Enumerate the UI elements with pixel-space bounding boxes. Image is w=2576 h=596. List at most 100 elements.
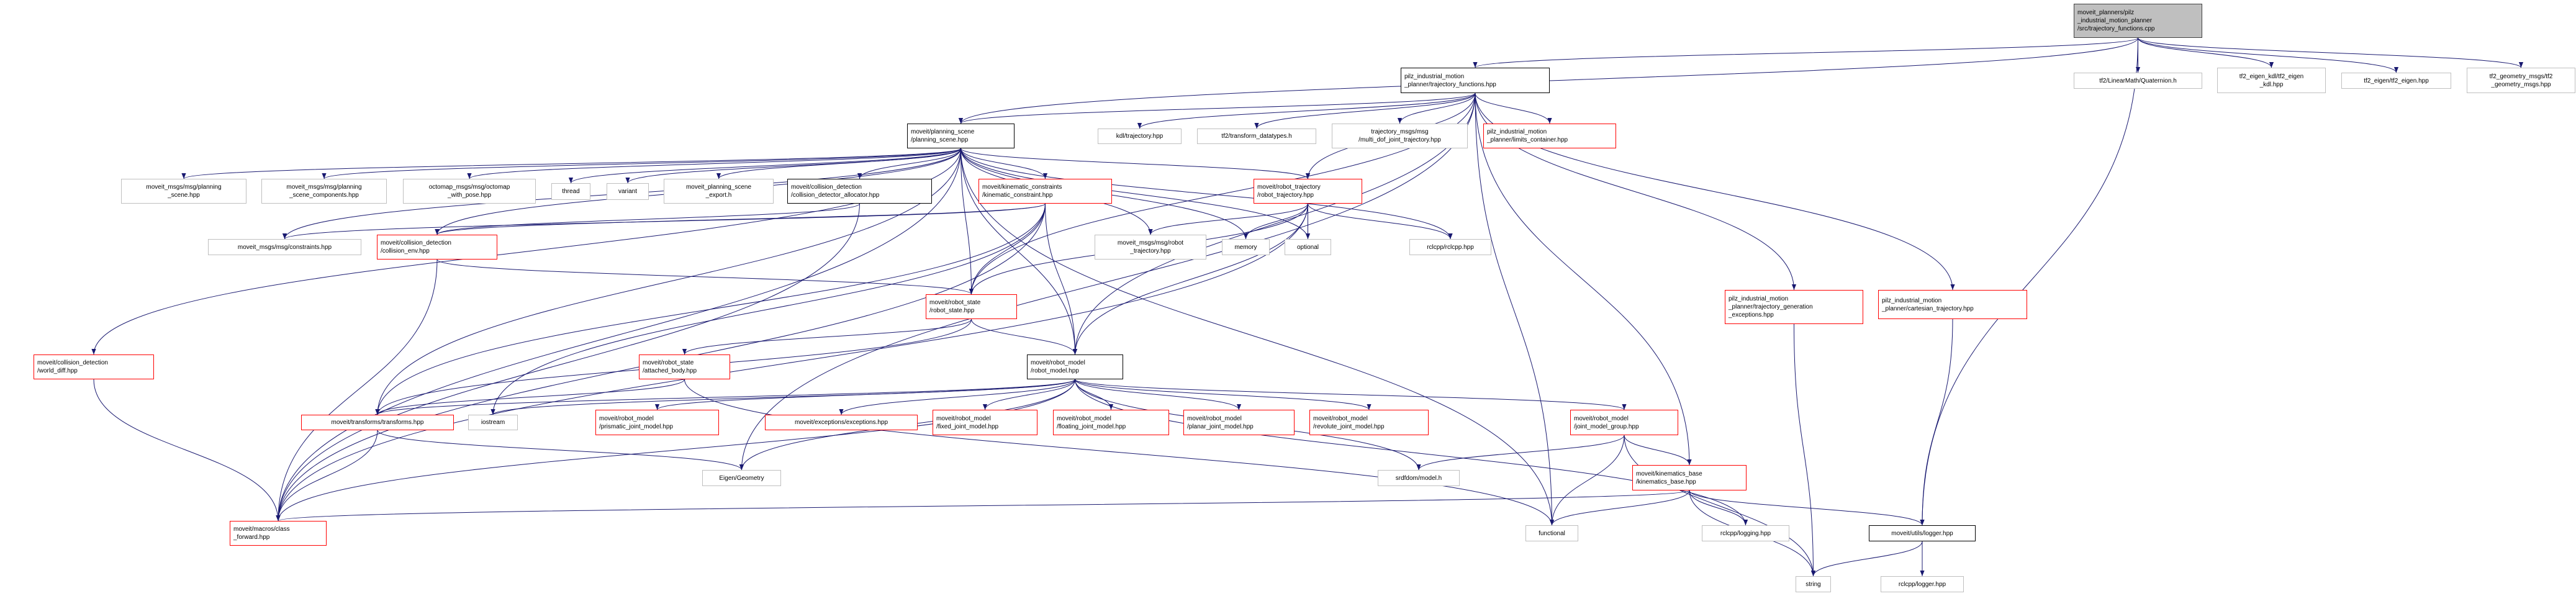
edge-ps-to-psmsg: [181, 148, 961, 179]
edge-rt-to-rtmsg: [1148, 203, 1308, 235]
edge-cpp-to-tfh: [1473, 37, 2138, 68]
edge-tfh-to-ps: [959, 93, 1476, 124]
node-ab[interactable]: moveit/robot_state /attached_body.hpp: [639, 354, 730, 379]
edge-rm-to-jmg: [1075, 379, 1627, 410]
edge-tfh-to-kdl: [1137, 93, 1476, 129]
node-rev[interactable]: moveit/robot_model /revolute_joint_model…: [1309, 410, 1429, 435]
edge-ps-to-thread: [569, 148, 961, 184]
node-eigen: Eigen/Geometry: [702, 470, 781, 486]
edge-ps-to-cf: [276, 148, 961, 522]
edge-ps-to-kc: [960, 148, 1048, 179]
node-psmsg: moveit_msgs/msg/planning _scene.hpp: [121, 179, 246, 204]
node-tge[interactable]: pilz_industrial_motion _planner/trajecto…: [1725, 290, 1863, 324]
edge-ps-to-func: [960, 148, 1555, 526]
node-alloc[interactable]: moveit/collision_detection /collision_de…: [787, 179, 932, 204]
edge-kb-to-logger: [1689, 490, 1925, 526]
edge-cpp-to-logger: [1920, 37, 2138, 526]
edge-kc-to-cons: [282, 203, 1046, 240]
edge-tfh-to-func: [1475, 93, 1555, 526]
edge-kc-to-rm: [1045, 203, 1078, 355]
edge-jmg-to-string: [1624, 435, 1816, 577]
node-eig: tf2_eigen/tf2_eigen.hpp: [2341, 73, 2451, 89]
node-kc[interactable]: moveit/kinematic_constraints /kinematic_…: [978, 179, 1112, 204]
edge-rm-to-planar: [1075, 379, 1242, 410]
node-kb[interactable]: moveit/kinematics_base /kinematics_base.…: [1632, 465, 1747, 490]
edge-tfh-to-eigen: [739, 93, 1476, 471]
edge-rm-to-rlog: [1075, 379, 1748, 526]
node-cart[interactable]: pilz_industrial_motion _planner/cartesia…: [1878, 290, 2027, 319]
edge-rt-to-cf: [276, 203, 1308, 522]
node-fixed[interactable]: moveit/robot_model /fixed_joint_model.hp…: [933, 410, 1037, 435]
edge-rm-to-fixed: [982, 379, 1075, 410]
edge-ps-to-variant: [625, 148, 961, 184]
node-rt[interactable]: moveit/robot_trajectory /robot_trajector…: [1254, 179, 1362, 204]
node-rm[interactable]: moveit/robot_model /robot_model.hpp: [1027, 354, 1123, 379]
node-cpp[interactable]: moveit_planners/pilz _industrial_motion_…: [2074, 4, 2202, 38]
edge-cpp-to-eigkdl: [2138, 37, 2274, 68]
edge-ps-to-pscomp: [322, 148, 961, 179]
edge-tfh-to-mdof: [1397, 93, 1476, 124]
node-rs[interactable]: moveit/robot_state /robot_state.hpp: [926, 294, 1017, 319]
node-rtmsg: moveit_msgs/msg/robot _trajectory.hpp: [1095, 235, 1206, 260]
node-ps[interactable]: moveit/planning_scene /planning_scene.hp…: [907, 124, 1015, 148]
node-logger[interactable]: moveit/utils/logger.hpp: [1869, 525, 1976, 541]
edge-cpp-to-eig: [2138, 37, 2398, 73]
edge-rs-to-ab: [682, 318, 972, 355]
node-func: functional: [1525, 525, 1578, 541]
edge-rm-to-ios: [490, 379, 1075, 415]
node-rlog: rclcpp/logging.hpp: [1702, 525, 1789, 541]
edge-rt-to-rm: [1072, 203, 1308, 355]
node-cenv[interactable]: moveit/collision_detection /collision_en…: [377, 235, 497, 260]
node-limits[interactable]: pilz_industrial_motion _planner/limits_c…: [1483, 124, 1616, 148]
edge-logger-to-string: [1810, 541, 1923, 577]
node-rlogger: rclcpp/logger.hpp: [1881, 576, 1964, 592]
edge-ps-to-rm: [960, 148, 1078, 355]
edge-tfh-to-tge: [1475, 93, 1797, 291]
node-jmg[interactable]: moveit/robot_model /joint_model_group.hp…: [1570, 410, 1678, 435]
node-octo: octomap_msgs/msg/octomap _with_pose.hpp: [403, 179, 536, 204]
node-ios: iostream: [468, 415, 518, 430]
node-optional: optional: [1285, 239, 1331, 255]
node-rclcpp: rclcpp/rclcpp.hpp: [1409, 239, 1491, 255]
edge-cenv-to-rs: [436, 259, 974, 295]
node-tfdt: tf2/transform_datatypes.h: [1197, 129, 1316, 144]
edge-ps-to-rs: [960, 148, 974, 295]
node-tr[interactable]: moveit/transforms/transforms.hpp: [301, 415, 454, 430]
edge-tfh-to-limits: [1475, 93, 1552, 124]
node-string: string: [1796, 576, 1831, 592]
edge-alloc-to-cenv: [435, 203, 860, 235]
node-cons: moveit_msgs/msg/constraints.hpp: [208, 239, 361, 255]
node-tfh[interactable]: pilz_industrial_motion _planner/trajecto…: [1401, 68, 1550, 93]
edge-ps-to-rt: [960, 148, 1310, 179]
edge-cpp-to-geom: [2138, 37, 2523, 68]
node-quat: tf2/LinearMath/Quaternion.h: [2074, 73, 2202, 89]
node-geom: tf2_geometry_msgs/tf2 _geometry_msgs.hpp: [2467, 68, 2575, 93]
edge-tfh-to-cart: [1475, 93, 1955, 291]
edge-tge-to-string: [1794, 323, 1816, 577]
edge-ab-to-tr: [375, 379, 685, 415]
edge-ab-to-func: [684, 379, 1554, 526]
node-cf[interactable]: moveit/macros/class _forward.hpp: [230, 521, 327, 546]
edge-kb-to-cf: [276, 490, 1690, 522]
edge-ps-to-alloc: [857, 148, 961, 179]
node-thread: thread: [551, 183, 590, 200]
node-pris[interactable]: moveit/robot_model /prismatic_joint_mode…: [595, 410, 719, 435]
edge-ps-to-rclcpp: [960, 148, 1453, 240]
edge-ps-to-octo: [467, 148, 961, 179]
node-mdof: trajectory_msgs/msg /multi_dof_joint_tra…: [1332, 124, 1468, 148]
edge-rt-to-rclcpp: [1308, 203, 1453, 240]
node-exc[interactable]: moveit/exceptions/exceptions.hpp: [765, 415, 918, 430]
node-planar[interactable]: moveit/robot_model /planar_joint_model.h…: [1183, 410, 1295, 435]
edge-rs-to-rm: [971, 318, 1078, 355]
node-float[interactable]: moveit/robot_model /floating_joint_model…: [1053, 410, 1169, 435]
edge-rm-to-tr: [375, 379, 1075, 415]
edge-tfh-to-tfdt: [1254, 93, 1476, 129]
node-wd[interactable]: moveit/collision_detection /world_diff.h…: [34, 354, 154, 379]
edge-cenv-to-cf: [276, 259, 438, 522]
node-kdl: kdl/trajectory.hpp: [1098, 129, 1182, 144]
edge-jmg-to-srdf: [1416, 435, 1625, 471]
edge-kb-to-rlog: [1689, 490, 1748, 526]
edge-rm-to-cf: [276, 379, 1075, 522]
